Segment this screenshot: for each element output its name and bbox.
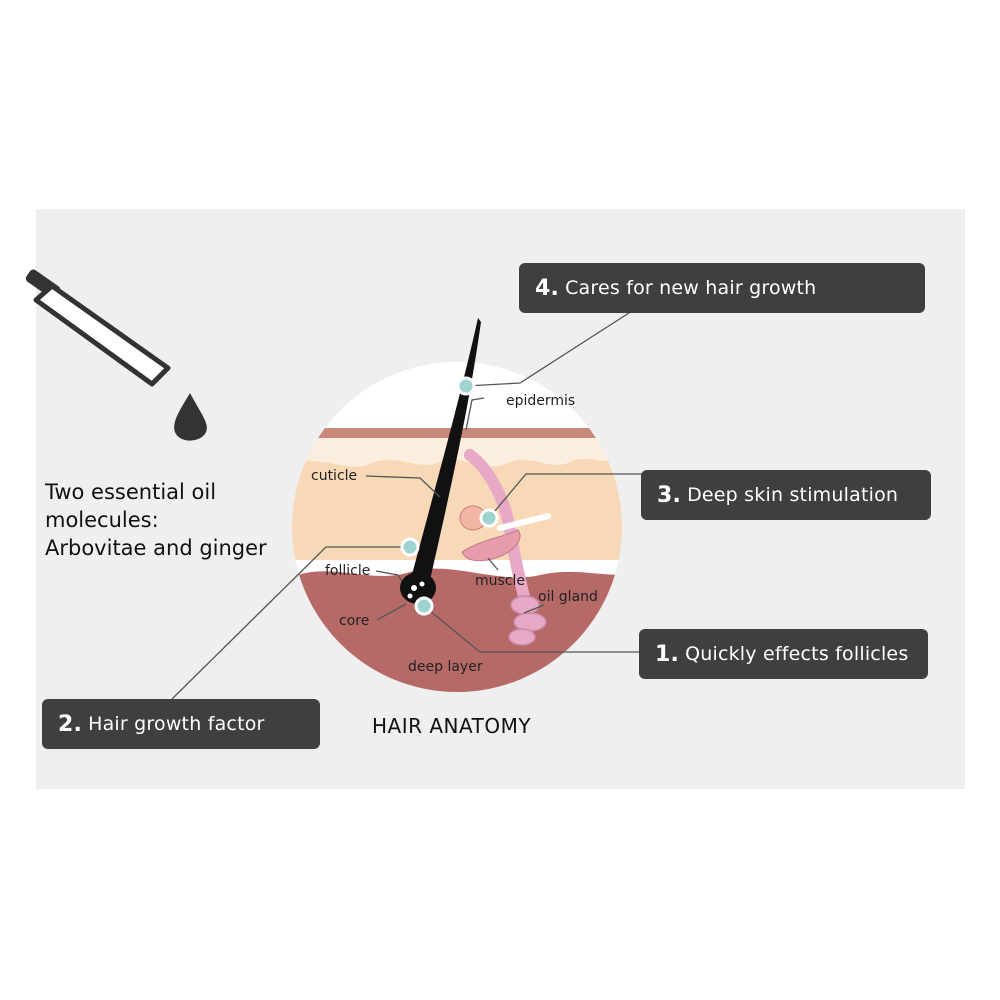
callout-3-text: Deep skin stimulation: [687, 484, 899, 506]
intro-line-1: Two essential oil: [45, 480, 217, 504]
callout-3: 3. Deep skin stimulation: [641, 470, 931, 520]
callout-2: 2. Hair growth factor: [42, 699, 320, 749]
label-deep-layer: deep layer: [408, 659, 483, 675]
label-muscle: muscle: [475, 573, 526, 589]
marker-dots: [400, 376, 499, 616]
callout-4-text: Cares for new hair growth: [565, 277, 817, 299]
label-core: core: [339, 613, 370, 629]
anatomy-title: HAIR ANATOMY: [372, 714, 532, 738]
dropper-icon: [25, 269, 207, 441]
intro-line-2: molecules:: [45, 508, 159, 532]
callout-1: 1. Quickly effects follicles: [639, 629, 928, 679]
callout-3-number: 3.: [657, 482, 682, 508]
callout-4: 4. Cares for new hair growth: [519, 263, 925, 313]
label-follicle: follicle: [325, 563, 371, 579]
callout-1-number: 1.: [655, 641, 680, 667]
callout-1-text: Quickly effects follicles: [685, 643, 909, 665]
intro-line-3: Arbovitae and ginger: [45, 536, 267, 560]
callout-2-number: 2.: [58, 711, 83, 737]
label-epidermis: epidermis: [506, 393, 576, 409]
callout-4-number: 4.: [535, 275, 560, 301]
callout-2-text: Hair growth factor: [88, 713, 265, 735]
label-oil-gland: oil gland: [538, 589, 598, 605]
label-cuticle: cuticle: [311, 468, 358, 484]
intro-text: Two essential oil molecules: Arbovitae a…: [45, 478, 267, 562]
